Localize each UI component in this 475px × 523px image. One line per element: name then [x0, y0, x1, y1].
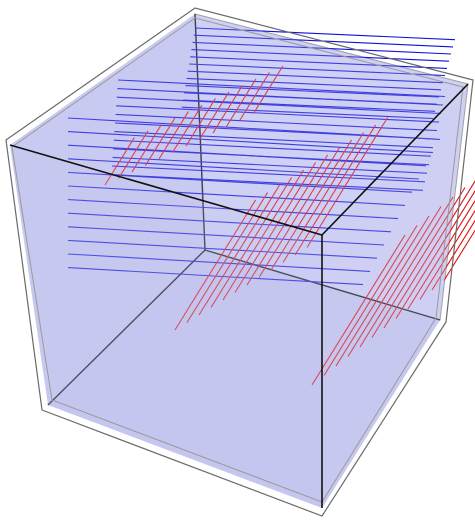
- red-line: [212, 85, 243, 134]
- blue-line: [67, 158, 420, 180]
- red-line: [226, 78, 257, 127]
- cube-bottom-face: [48, 250, 440, 508]
- red-line: [234, 162, 317, 293]
- red-line: [270, 139, 353, 271]
- red-line: [239, 72, 270, 121]
- back-bottom-edge-left: [47, 249, 206, 406]
- blue-line: [111, 165, 426, 183]
- red-line: [246, 154, 329, 286]
- blue-line: [186, 77, 442, 91]
- front-top-edge: [9, 144, 323, 236]
- blue-line: [67, 253, 371, 272]
- cube-left-face: [10, 14, 205, 405]
- red-line: [419, 209, 475, 300]
- frame-outline-inner: [11, 17, 464, 503]
- blue-line: [190, 56, 448, 69]
- cube-front-faces: [10, 14, 468, 508]
- red-line-group: [104, 65, 475, 386]
- red-line: [371, 187, 466, 338]
- blue-line: [117, 79, 446, 98]
- cube-front-edges: [9, 83, 469, 508]
- red-line: [294, 124, 377, 256]
- blue-line: [67, 239, 378, 259]
- red-line: [407, 199, 475, 310]
- blue-line: [67, 171, 413, 193]
- blue-line: [181, 106, 434, 120]
- front-right-top-edge: [321, 83, 469, 236]
- red-line: [253, 65, 284, 114]
- red-line: [131, 124, 162, 173]
- red-line: [395, 190, 475, 319]
- back-vertical-edge: [194, 13, 206, 251]
- red-line: [172, 104, 203, 153]
- blue-line: [116, 96, 442, 115]
- red-line: [185, 98, 216, 147]
- red-line: [359, 196, 454, 348]
- blue-line: [67, 131, 434, 154]
- blue-line: [182, 99, 436, 112]
- red-line: [186, 192, 269, 323]
- blue-line: [67, 226, 385, 246]
- red-line: [383, 180, 475, 329]
- red-line: [311, 234, 406, 386]
- red-line: [323, 225, 418, 376]
- blue-line: [112, 156, 428, 174]
- blue-line: [117, 88, 444, 106]
- red-line: [104, 137, 135, 186]
- blue-line: [67, 212, 392, 233]
- blue-line: [113, 139, 432, 157]
- red-line: [222, 169, 305, 301]
- red-line: [431, 219, 475, 291]
- red-line: [282, 132, 365, 263]
- red-line: [174, 199, 257, 331]
- red-line: [306, 117, 389, 248]
- red-line: [145, 117, 176, 166]
- blue-line: [67, 185, 406, 206]
- blue-line: [115, 113, 438, 132]
- cube-right-face: [322, 84, 468, 508]
- red-line: [158, 111, 189, 160]
- blue-line: [194, 27, 456, 41]
- blue-line: [188, 63, 446, 77]
- cube-outer-frame: [5, 7, 474, 517]
- red-line: [118, 130, 149, 179]
- red-line: [443, 229, 475, 281]
- blue-line: [67, 117, 441, 140]
- blue-line: [192, 41, 452, 55]
- blue-line: [185, 85, 440, 98]
- red-line: [335, 215, 430, 367]
- red-line: [258, 147, 341, 278]
- blue-line: [191, 49, 450, 62]
- red-line: [210, 177, 293, 308]
- cube-back-faces: [10, 13, 469, 508]
- blue-line: [111, 174, 424, 191]
- red-line: [199, 91, 230, 140]
- cube-top-face: [10, 14, 468, 235]
- red-line: [198, 184, 281, 316]
- blue-line: [187, 70, 444, 84]
- blue-line: [114, 131, 434, 149]
- red-line: [347, 206, 442, 357]
- frame-outline-outer: [5, 7, 474, 517]
- blue-line: [116, 105, 440, 123]
- cube-front-face: [10, 145, 322, 508]
